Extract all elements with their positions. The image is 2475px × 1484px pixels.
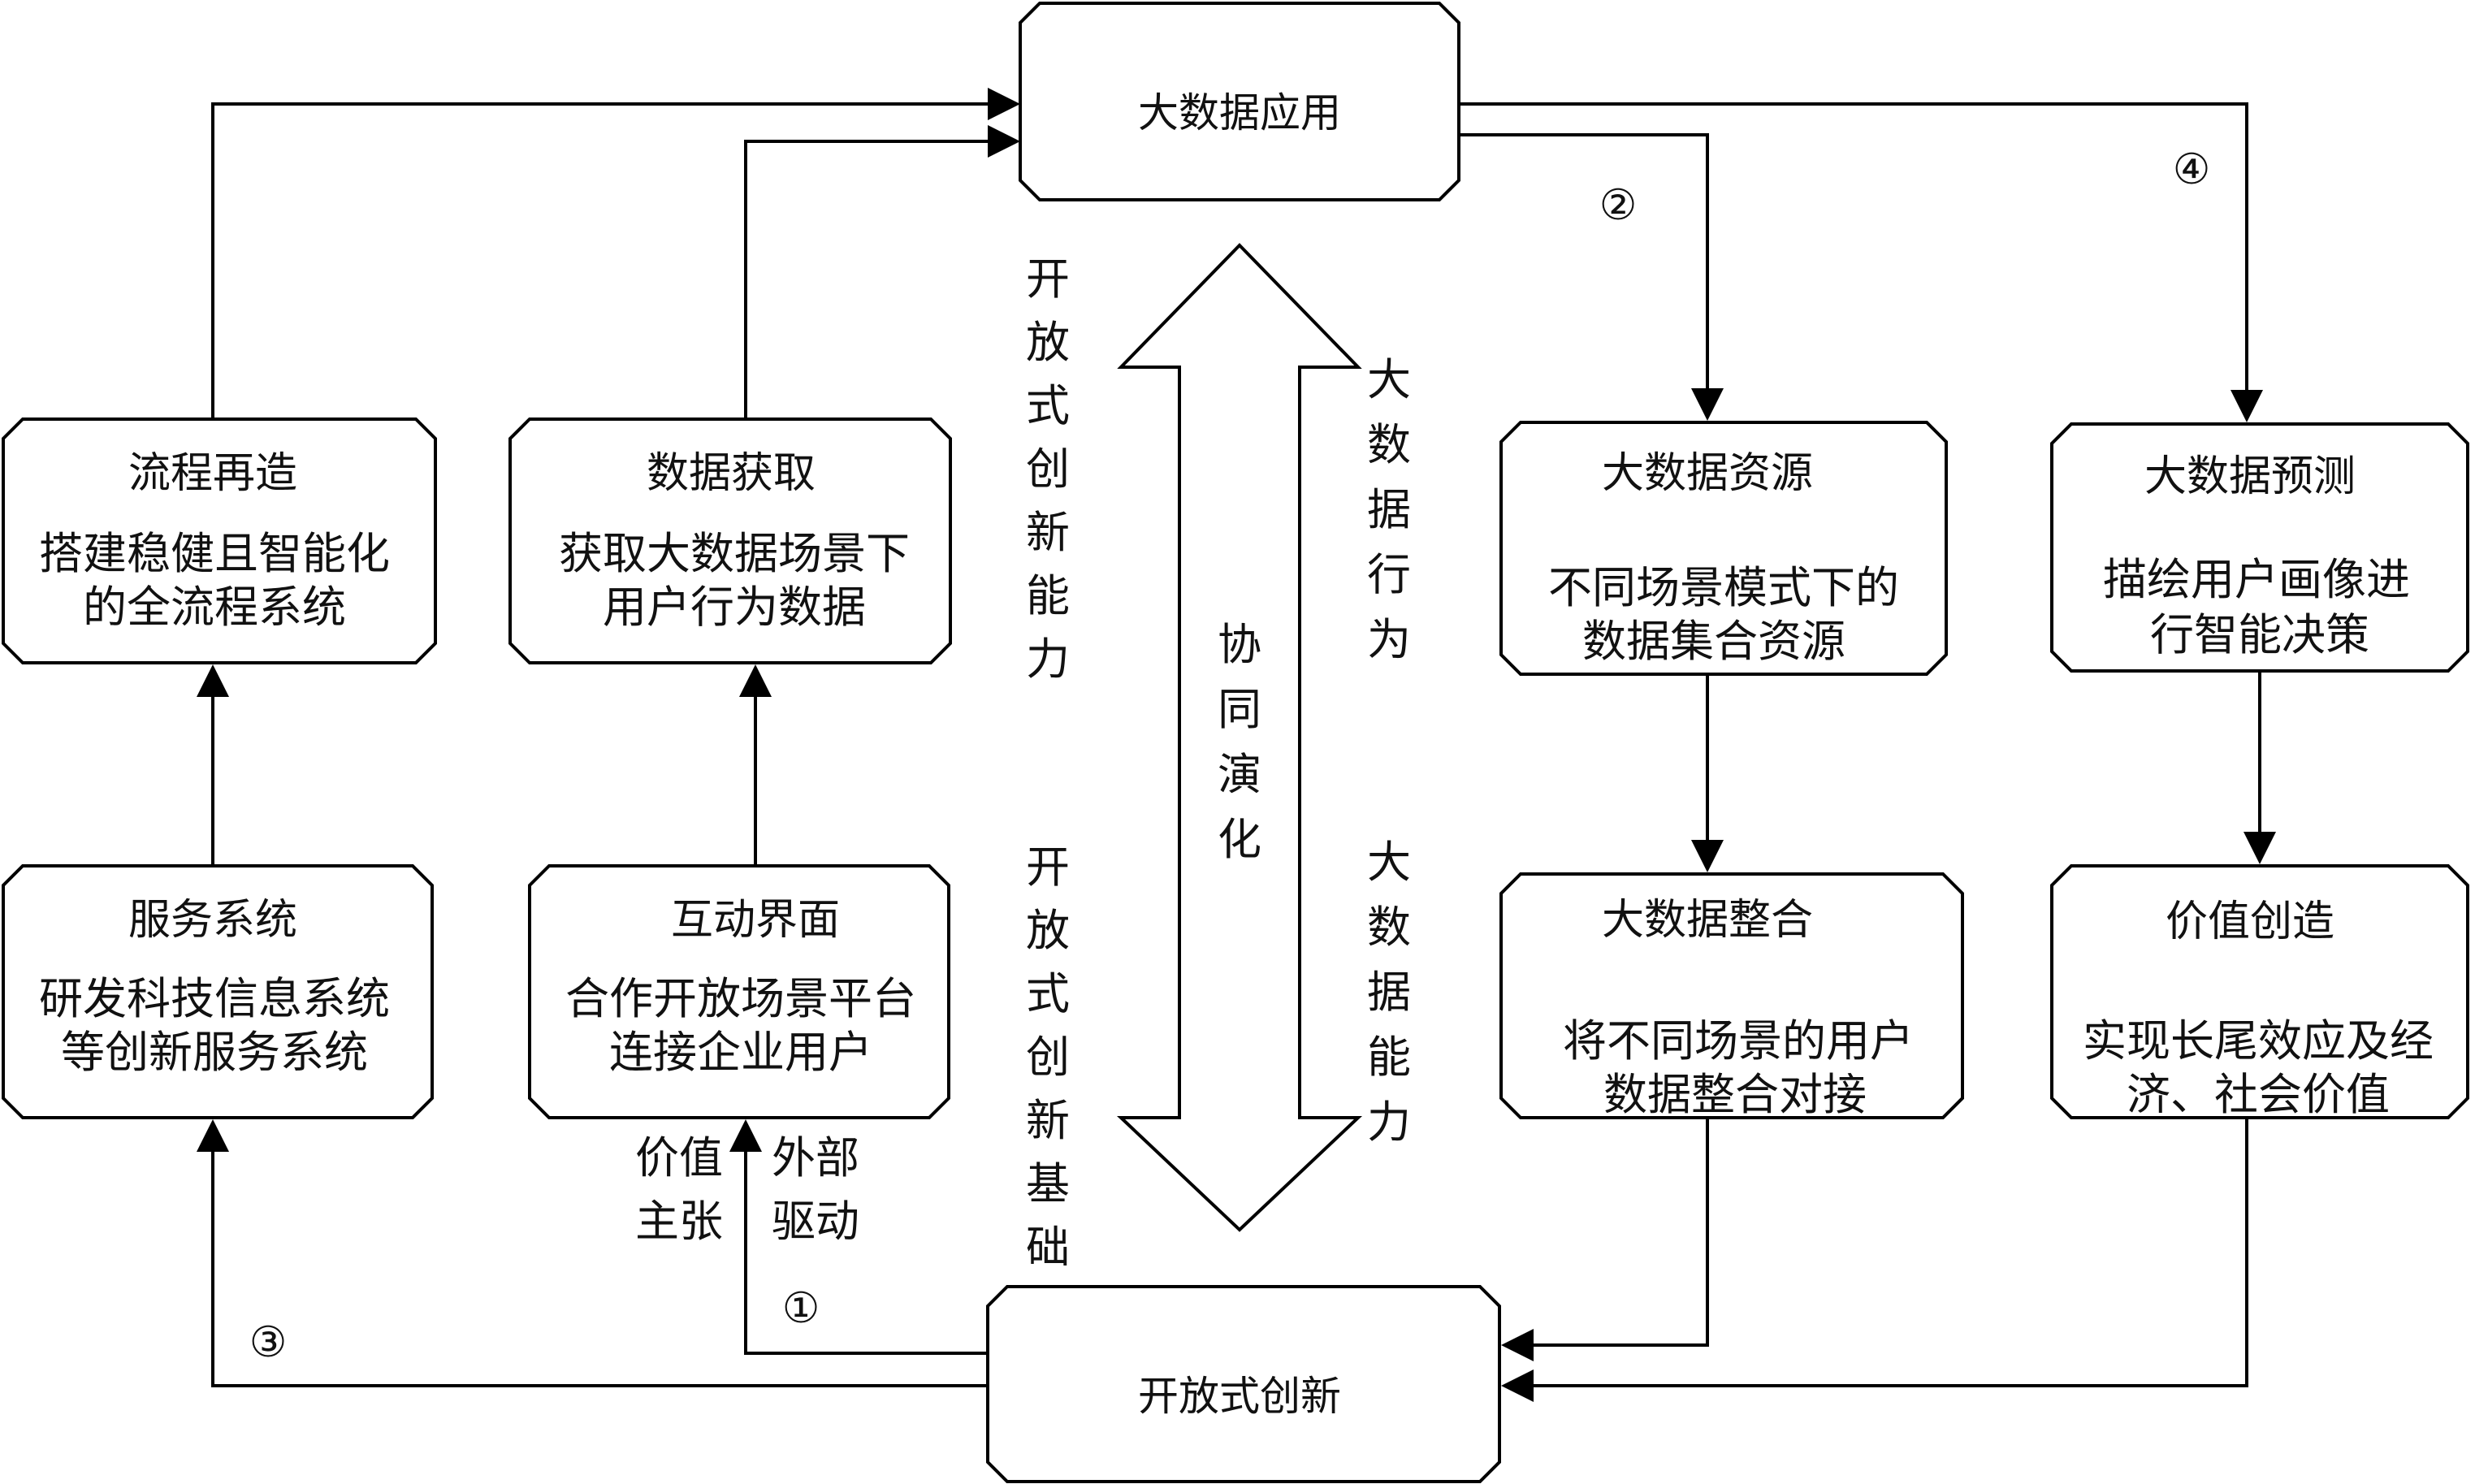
- process-title: 流程再造: [128, 449, 297, 498]
- value-title: 价值创造: [2166, 898, 2334, 946]
- external-drive-line1: 外部: [772, 1132, 859, 1183]
- process-line1: 搭建稳健且智能化: [39, 528, 390, 579]
- number-1: ①: [782, 1284, 820, 1333]
- arrow-bigdata-app-to-resource: [1459, 133, 1724, 421]
- bd-ability-char-5: 力: [1367, 1097, 1411, 1148]
- open-ability-char-4: 创: [1026, 443, 1070, 495]
- value-line2: 济、社会价值: [2127, 1069, 2390, 1120]
- acquire-line1: 获取大数据场景下: [559, 528, 910, 579]
- resource-title: 大数据资源: [1602, 449, 1813, 498]
- value-prop-line1: 价值: [635, 1132, 723, 1183]
- box-interface: [528, 864, 950, 1119]
- coevolution-char-3: 演: [1218, 749, 1261, 800]
- box-center-bottom: [986, 1285, 1501, 1483]
- value-line1: 实现长尾效应及经: [2083, 1015, 2434, 1066]
- center-bottom-label: 开放式创新: [1138, 1373, 1341, 1420]
- arrow-open-innovation-to-service: [197, 1119, 988, 1387]
- open-ability-char-1: 开: [1026, 253, 1070, 305]
- process-line2: 的全流程系统: [83, 582, 346, 633]
- bd-ability-char-1: 大: [1367, 837, 1411, 888]
- coevolution-char-1: 协: [1218, 619, 1261, 670]
- interface-title: 互动界面: [671, 896, 840, 945]
- box-value-create: [2050, 864, 2469, 1119]
- box-service: [2, 864, 434, 1119]
- number-2: ②: [1599, 181, 1638, 230]
- open-ability-char-3: 式: [1026, 380, 1070, 431]
- open-ability-char-7: 力: [1026, 634, 1070, 685]
- number-3: ③: [249, 1318, 288, 1367]
- bd-ability-char-2: 数: [1367, 902, 1411, 953]
- arrow-value-to-open-innovation: [1501, 1118, 2248, 1402]
- bd-ability-char-4: 能: [1367, 1032, 1411, 1083]
- bd-behavior-char-4: 行: [1367, 549, 1411, 600]
- service-line1: 研发科技信息系统: [39, 973, 390, 1024]
- predict-line1: 描绘用户画像进: [2103, 554, 2410, 605]
- open-ability-char-2: 放: [1026, 317, 1070, 368]
- integrate-title: 大数据整合: [1602, 896, 1813, 945]
- center-top-label: 大数据应用: [1138, 89, 1341, 136]
- resource-line2: 数据集合资源: [1582, 616, 1845, 667]
- open-basis-char-7: 础: [1026, 1222, 1070, 1273]
- open-basis-char-6: 基: [1026, 1158, 1070, 1209]
- arrow-integrate-to-open-innovation: [1501, 1118, 1709, 1361]
- box-center-top: [1019, 2, 1460, 201]
- bd-ability-char-3: 据: [1367, 967, 1411, 1018]
- interface-line2: 连接企业用户: [609, 1027, 872, 1078]
- open-basis-char-5: 新: [1026, 1095, 1070, 1146]
- service-line2: 等创新服务系统: [61, 1027, 368, 1078]
- integrate-line2: 数据整合对接: [1603, 1069, 1867, 1120]
- box-data-acquire: [508, 418, 952, 664]
- box-bd-resource: [1499, 421, 1948, 676]
- predict-title: 大数据预测: [2144, 452, 2356, 501]
- box-bd-predict: [2050, 422, 2469, 673]
- service-title: 服务系统: [128, 896, 297, 945]
- bd-behavior-char-1: 大: [1367, 354, 1411, 405]
- bd-behavior-char-3: 据: [1367, 484, 1411, 535]
- arrow-open-innovation-to-interface: [729, 1119, 988, 1355]
- open-basis-char-1: 开: [1026, 842, 1070, 893]
- value-prop-line2: 主张: [635, 1196, 723, 1247]
- arrow-bigdata-app-to-predict: [1459, 102, 2263, 422]
- open-ability-char-6: 能: [1026, 570, 1070, 621]
- box-bd-integrate: [1499, 872, 1964, 1119]
- coevolution-double-arrow: [1116, 243, 1363, 1232]
- open-ability-char-5: 新: [1026, 507, 1070, 558]
- acquire-title: 数据获取: [647, 449, 816, 498]
- resource-line1: 不同场景模式下的: [1548, 562, 1899, 613]
- open-basis-char-2: 放: [1026, 905, 1070, 956]
- predict-line2: 行智能决策: [2150, 609, 2369, 660]
- number-4: ④: [2173, 145, 2211, 194]
- interface-line1: 合作开放场景平台: [565, 973, 916, 1024]
- coevolution-char-2: 同: [1218, 684, 1261, 735]
- coevolution-char-4: 化: [1218, 814, 1261, 865]
- bd-behavior-char-5: 为: [1367, 614, 1411, 665]
- bd-behavior-char-2: 数: [1367, 419, 1411, 470]
- acquire-line2: 用户行为数据: [603, 582, 866, 633]
- box-process: [2, 418, 437, 664]
- open-basis-char-4: 创: [1026, 1032, 1070, 1083]
- arrow-acquire-to-bigdata-app: [744, 125, 1020, 419]
- integrate-line1: 将不同场景的用户: [1563, 1015, 1914, 1066]
- external-drive-line2: 驱动: [772, 1196, 859, 1247]
- arrow-process-to-bigdata-app: [211, 88, 1020, 419]
- open-basis-char-3: 式: [1026, 968, 1070, 1019]
